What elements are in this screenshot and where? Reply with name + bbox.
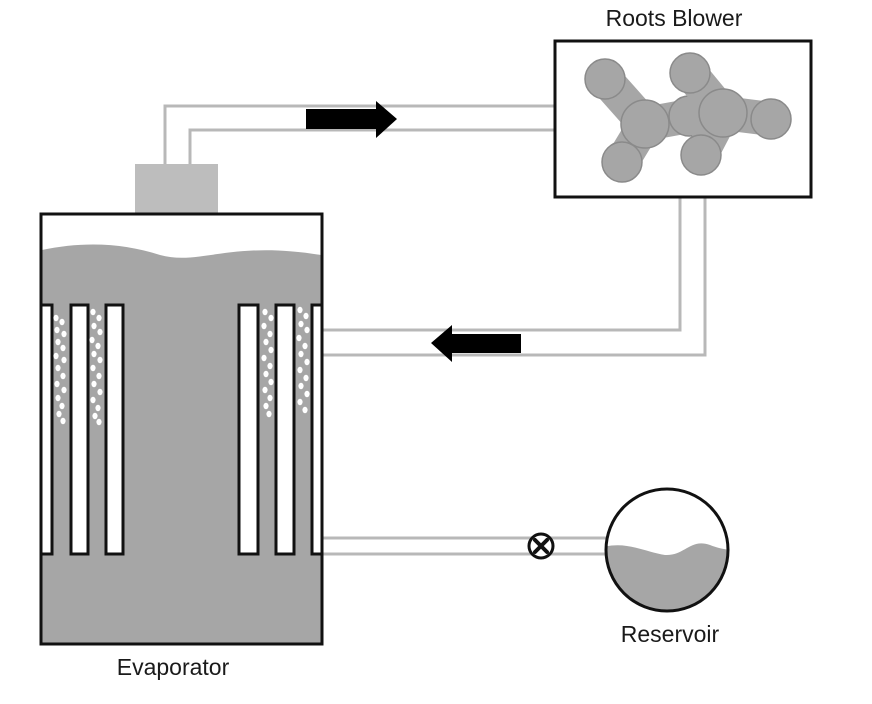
plate — [69, 303, 90, 556]
heat-exchanger-plates — [39, 303, 324, 556]
vapor-bubbles — [53, 306, 310, 426]
plate — [104, 303, 125, 556]
evaporator-label: Evaporator — [117, 654, 230, 680]
plate — [237, 303, 260, 556]
reservoir — [604, 487, 730, 613]
evaporator-outline — [39, 212, 324, 646]
drain-pipe-to-reservoir — [322, 536, 606, 556]
blower-lobe-right — [669, 52, 792, 176]
vapor-dome — [135, 164, 218, 215]
reservoir-label: Reservoir — [621, 621, 720, 647]
valve-icon[interactable] — [527, 532, 555, 560]
arrow-left-icon — [431, 325, 521, 362]
evaporator-tank — [39, 212, 324, 646]
roots-blower — [553, 39, 813, 199]
return-pipe-to-evaporator — [322, 197, 707, 357]
roots-blower-label: Roots Blower — [606, 5, 743, 31]
arrow-right-icon — [306, 101, 397, 138]
plate — [39, 303, 54, 556]
vapor-pipe-to-blower — [163, 104, 555, 165]
plate — [274, 303, 296, 556]
